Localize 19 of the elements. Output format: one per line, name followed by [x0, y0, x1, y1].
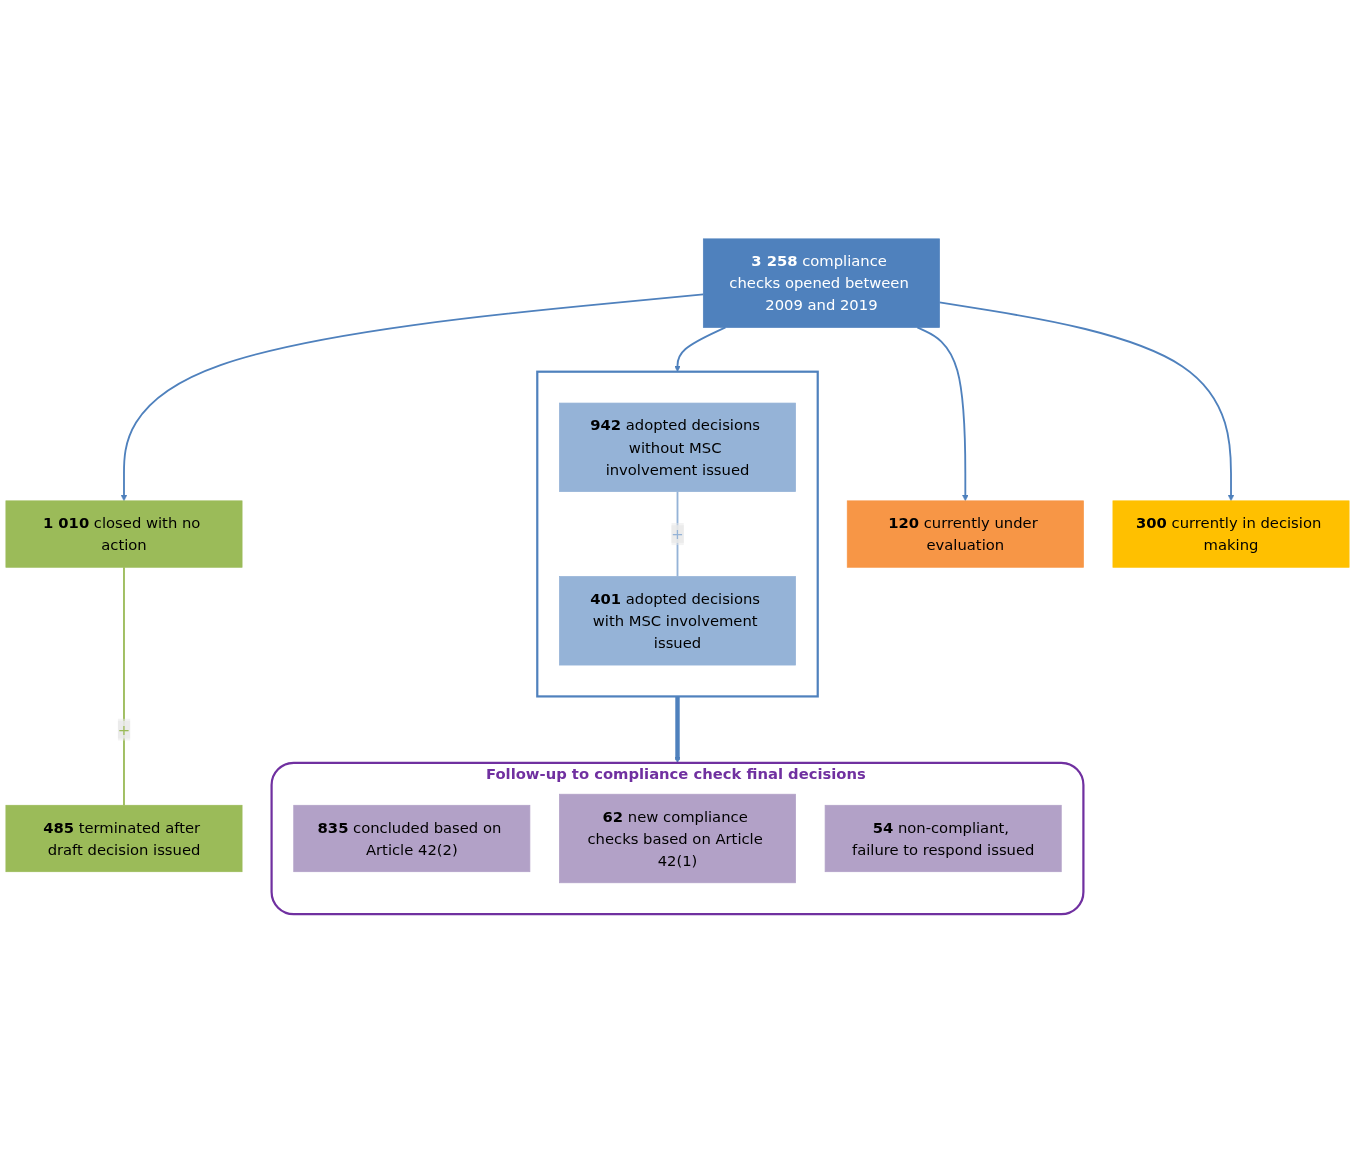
node-box: 62 new compliance checks based on Article 42(1) — [559, 793, 796, 884]
edge-label: + — [117, 720, 131, 739]
node-box: 300 currently in decision making — [1112, 500, 1350, 568]
node-box: 401 adopted decisions with MSC involvement issued — [559, 576, 796, 666]
node-box: 485 terminated after draft decision issued — [5, 804, 243, 873]
edge-label: + — [671, 525, 684, 543]
arrow — [938, 301, 1235, 502]
arrow — [674, 326, 727, 372]
node-box: 1 010 closed with no action — [5, 500, 243, 568]
arrow — [120, 293, 705, 502]
node-box: 54 non-compliant, failure to respond issued — [824, 804, 1062, 873]
cluster — [536, 370, 819, 698]
connector — [676, 490, 679, 578]
node-box: 120 currently under evaluation — [846, 500, 1084, 568]
node-box: 3 258 compliance checks opened between 2009 and 2019 — [702, 238, 940, 328]
node-box: 835 concluded based on Article 42(2) — [293, 804, 531, 873]
connector — [123, 566, 125, 807]
arrow — [916, 326, 969, 502]
node-box: 942 adopted decisions without MSC involvement issued — [559, 402, 796, 492]
